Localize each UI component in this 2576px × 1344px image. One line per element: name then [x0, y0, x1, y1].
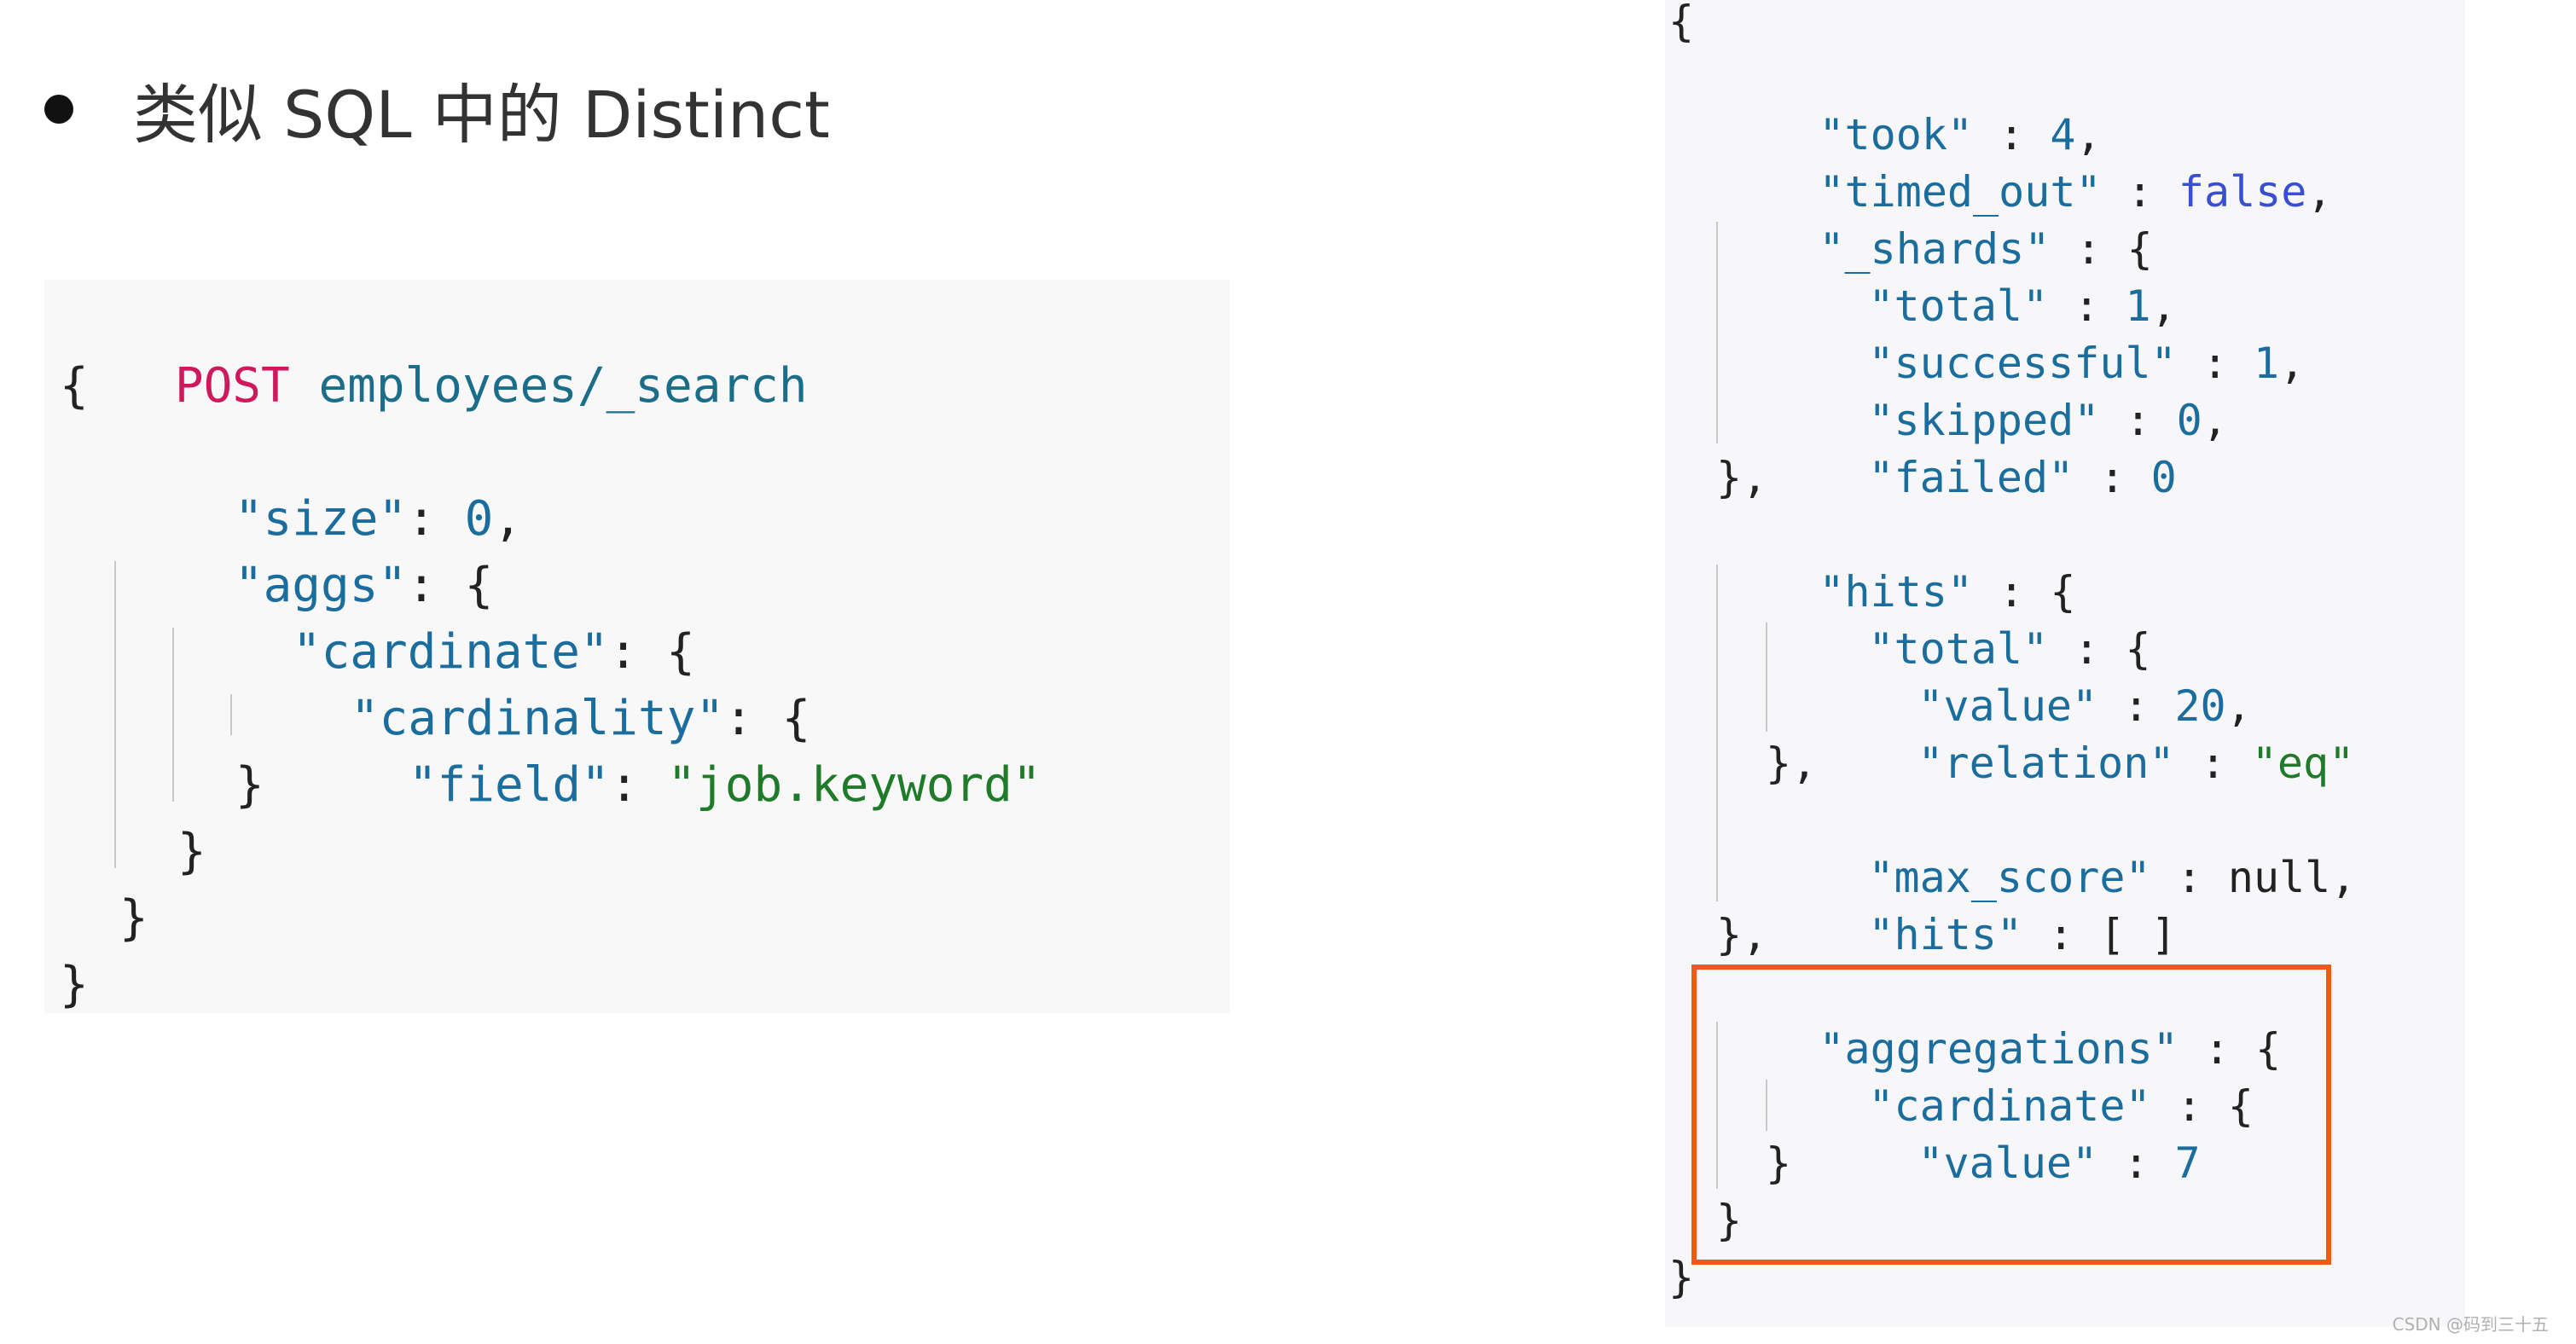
watermark: CSDN @码到三十五 [2392, 1314, 2549, 1335]
request-line-aggs: "aggs": { [234, 558, 494, 613]
request-line-field: "field": "job.keyword" [408, 757, 1041, 813]
aggregations-key: "aggregations" [1819, 1024, 2179, 1074]
resp-hits-relation: "relation" : "eq" [1917, 739, 2355, 788]
indent-guide [172, 628, 174, 802]
resp-hits-total: "total" : { [1868, 624, 2151, 674]
shards-skipped-key: "skipped" [1868, 396, 2100, 445]
timed-out-value: false [2178, 167, 2307, 217]
hits-key: "hits" [1819, 567, 1974, 617]
hits-total-key: "total" [1868, 624, 2049, 674]
hits-relation-key: "relation" [1917, 739, 2175, 788]
resp-close: } [1668, 1253, 1695, 1302]
shards-skipped-value: 0 [2176, 396, 2202, 445]
resp-shards-successful: "successful" : 1, [1868, 339, 2306, 388]
request-line-size: "size": 0, [234, 491, 523, 547]
field-key: "field" [408, 757, 610, 813]
max-score-key: "max_score" [1868, 853, 2151, 902]
request-line-close-aggs: } [119, 890, 148, 946]
resp-agg-value: "value" : 7 [1917, 1138, 2201, 1188]
agg-value-key: "value" [1917, 1138, 2098, 1188]
request-line-cardinate: "cardinate": { [292, 624, 695, 680]
resp-shards: "_shards" : { [1819, 224, 2153, 274]
took-value: 4 [2050, 110, 2076, 159]
aggregations-highlight-box [1691, 965, 2331, 1265]
indent-guide [1716, 1022, 1718, 1189]
shards-successful-key: "successful" [1868, 339, 2177, 388]
hits-hits-value: [ ] [2099, 910, 2177, 959]
resp-shards-close: }, [1716, 453, 1768, 502]
hits-hits-key: "hits" [1868, 910, 2023, 959]
cardinate-key: "cardinate" [292, 624, 609, 680]
resp-open: { [1668, 0, 1695, 46]
took-key: "took" [1819, 110, 1974, 159]
field-value: "job.keyword" [667, 757, 1041, 813]
slide-title: 类似 SQL 中的 Distinct [133, 77, 830, 153]
shards-key: "_shards" [1819, 224, 2051, 274]
request-line-close-cardinality: } [235, 757, 264, 813]
request-line-close-root: } [60, 957, 89, 1012]
request-line-open: { [60, 358, 89, 414]
resp-took: "took" : 4, [1819, 110, 2102, 159]
shards-successful-value: 1 [2253, 339, 2280, 388]
aggs-key: "aggs" [234, 558, 408, 613]
resp-aggregations: "aggregations" : { [1819, 1024, 2282, 1074]
hits-relation-value: "eq" [2251, 739, 2355, 788]
slide-bullet: 类似 SQL 中的 Distinct [44, 67, 830, 153]
resp-max-score: "max_score" : null, [1868, 853, 2357, 902]
bullet-dot-icon [44, 95, 73, 124]
indent-guide [1766, 1080, 1767, 1131]
shards-failed-value: 0 [2150, 453, 2177, 502]
shards-failed-key: "failed" [1868, 453, 2074, 502]
resp-agg-cardinate: "cardinate" : { [1868, 1081, 2254, 1131]
max-score-value: null [2227, 853, 2331, 902]
resp-shards-total: "total" : 1, [1868, 281, 2177, 331]
indent-guide [1716, 222, 1718, 443]
size-value: 0 [464, 491, 494, 547]
resp-hits-close: }, [1716, 910, 1768, 959]
hits-value-key: "value" [1917, 681, 2098, 731]
resp-shards-skipped: "skipped" : 0, [1868, 396, 2228, 445]
size-key: "size" [234, 491, 408, 547]
request-line-cardinality: "cardinality": { [350, 691, 811, 746]
hits-value-value: 20 [2174, 681, 2226, 731]
shards-total-key: "total" [1868, 281, 2049, 331]
timed-out-key: "timed_out" [1819, 167, 2102, 217]
cardinality-key: "cardinality" [350, 691, 725, 746]
resp-agg-cardinate-close: } [1766, 1138, 1792, 1188]
indent-guide [230, 694, 232, 735]
request-line-method: POST employees/_search [60, 287, 808, 486]
indent-guide [1716, 565, 1718, 901]
response-code-block: { "took" : 4, "timed_out" : false, "_sha… [1665, 0, 2465, 1327]
http-method: POST [174, 358, 290, 414]
resp-timed-out: "timed_out" : false, [1819, 167, 2333, 217]
agg-value-value: 7 [2174, 1138, 2201, 1188]
agg-cardinate-key: "cardinate" [1868, 1081, 2151, 1131]
resp-aggregations-close: } [1716, 1196, 1743, 1245]
resp-hits-value: "value" : 20, [1917, 681, 2252, 731]
resp-hits-hits: "hits" : [ ] [1868, 910, 2177, 959]
request-line-close-cardinate: } [177, 824, 206, 879]
resp-hits-total-close: }, [1766, 739, 1818, 788]
resp-shards-failed: "failed" : 0 [1868, 453, 2177, 502]
indent-guide [1766, 623, 1767, 732]
indent-guide [114, 561, 116, 868]
resp-hits: "hits" : { [1819, 567, 2076, 617]
request-path: employees/_search [318, 358, 808, 414]
request-code-block: POST employees/_search { "size": 0, "agg… [44, 280, 1230, 1013]
shards-total-value: 1 [2125, 281, 2151, 331]
